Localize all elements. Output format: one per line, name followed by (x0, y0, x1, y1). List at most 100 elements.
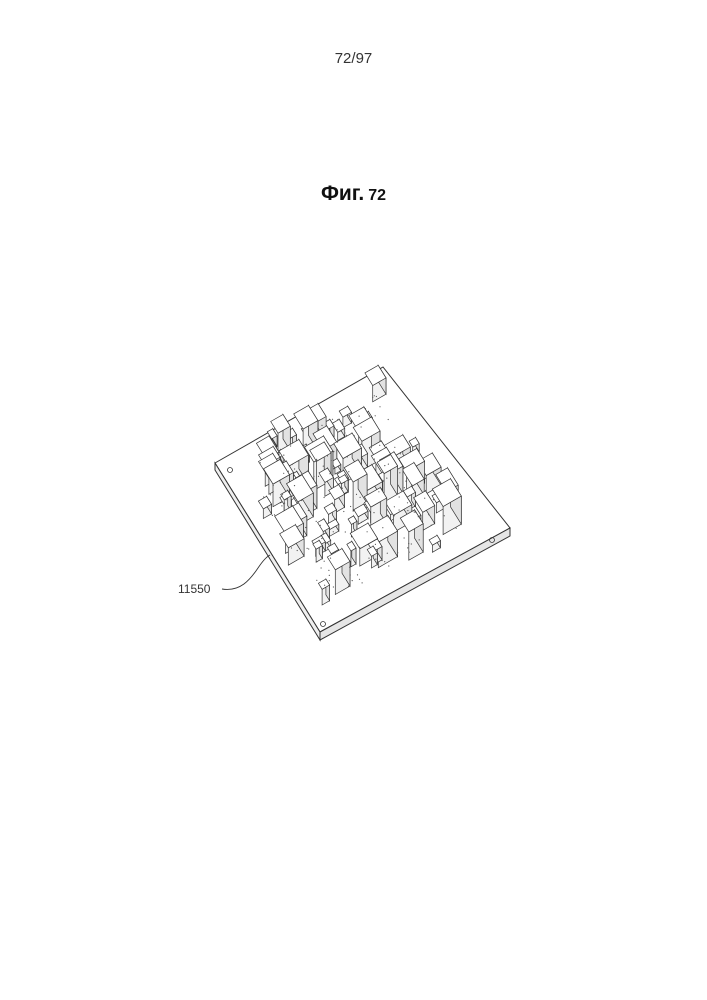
solder-pad (316, 580, 317, 581)
solder-pad (381, 488, 382, 489)
solder-pad (407, 510, 408, 511)
solder-pad (297, 550, 298, 551)
solder-pad (327, 455, 328, 456)
solder-pad (349, 567, 350, 568)
solder-pad (444, 515, 445, 516)
solder-pad (362, 582, 363, 583)
solder-pad (374, 459, 375, 460)
solder-pad (330, 558, 331, 559)
solder-pad (284, 503, 285, 504)
solder-pad (433, 499, 434, 500)
solder-pad (280, 482, 281, 483)
solder-pad (371, 447, 372, 448)
solder-pad (428, 514, 429, 515)
solder-pad (345, 531, 346, 532)
solder-pad (419, 539, 420, 540)
solder-pad (337, 441, 338, 442)
solder-pad (273, 485, 274, 486)
solder-pad (320, 525, 321, 526)
solder-pad (387, 553, 388, 554)
solder-pad (382, 560, 383, 561)
solder-pad (456, 528, 457, 529)
solder-pad (281, 505, 282, 506)
solder-pad (399, 496, 400, 497)
solder-pad (375, 559, 376, 560)
solder-pad (321, 425, 322, 426)
solder-pad (382, 480, 383, 481)
solder-pad (377, 561, 378, 562)
solder-pad (321, 567, 322, 568)
solder-pad (282, 494, 283, 495)
solder-pad (283, 473, 284, 474)
solder-pad (350, 412, 351, 413)
solder-pad (305, 446, 306, 447)
solder-pad (388, 516, 389, 517)
solder-pad (361, 522, 362, 523)
solder-pad (343, 511, 344, 512)
solder-pad (388, 464, 389, 465)
solder-pad (337, 419, 338, 420)
solder-pad (372, 397, 373, 398)
solder-pad (270, 494, 271, 495)
solder-pad (324, 561, 325, 562)
solder-pad (431, 525, 432, 526)
solder-pad (344, 432, 345, 433)
solder-pad (318, 476, 319, 477)
solder-pad (341, 431, 342, 432)
solder-pad (424, 498, 425, 499)
solder-pad (333, 451, 334, 452)
solder-pad (333, 531, 334, 532)
solder-pad (375, 544, 376, 545)
solder-pad (359, 416, 360, 417)
solder-pad (357, 574, 358, 575)
solder-pad (359, 579, 360, 580)
solder-pad (386, 478, 387, 479)
solder-pad (379, 406, 380, 407)
reference-label-11550: 11550 (178, 582, 210, 596)
solder-pad (378, 491, 379, 492)
solder-pad (337, 429, 338, 430)
solder-pad (329, 575, 330, 576)
solder-pad (354, 435, 355, 436)
solder-pad (308, 548, 309, 549)
reference-leader-line (222, 555, 270, 589)
solder-pad (294, 485, 295, 486)
solder-pad (407, 547, 408, 548)
solder-pad (388, 565, 389, 566)
solder-pad (316, 561, 317, 562)
solder-pad (345, 487, 346, 488)
solder-pad (407, 502, 408, 503)
solder-pad (350, 506, 351, 507)
solder-pad (367, 531, 368, 532)
solder-pad (394, 447, 395, 448)
solder-pad (368, 558, 369, 559)
solder-pad (274, 514, 275, 515)
solder-pad (290, 445, 291, 446)
solder-pad (329, 580, 330, 581)
solder-pad (305, 527, 306, 528)
solder-pad (323, 466, 324, 467)
solder-pad (400, 453, 401, 454)
solder-pad (292, 464, 293, 465)
solder-pad (356, 494, 357, 495)
solder-pad (324, 497, 325, 498)
solder-pad (308, 453, 309, 454)
solder-pad (405, 481, 406, 482)
solder-pad (321, 538, 322, 539)
solder-pad (384, 465, 385, 466)
solder-pad (415, 511, 416, 512)
solder-pad (409, 552, 410, 553)
solder-pad (411, 484, 412, 485)
solder-pad (301, 500, 302, 501)
solder-pad (408, 543, 409, 544)
solder-pad (286, 499, 287, 500)
solder-pad (296, 500, 297, 501)
solder-pad (294, 468, 295, 469)
solder-pad (272, 515, 273, 516)
solder-pad (365, 408, 366, 409)
solder-pad (263, 496, 264, 497)
solder-pad (379, 445, 380, 446)
solder-pad (384, 561, 385, 562)
solder-pad (308, 510, 309, 511)
